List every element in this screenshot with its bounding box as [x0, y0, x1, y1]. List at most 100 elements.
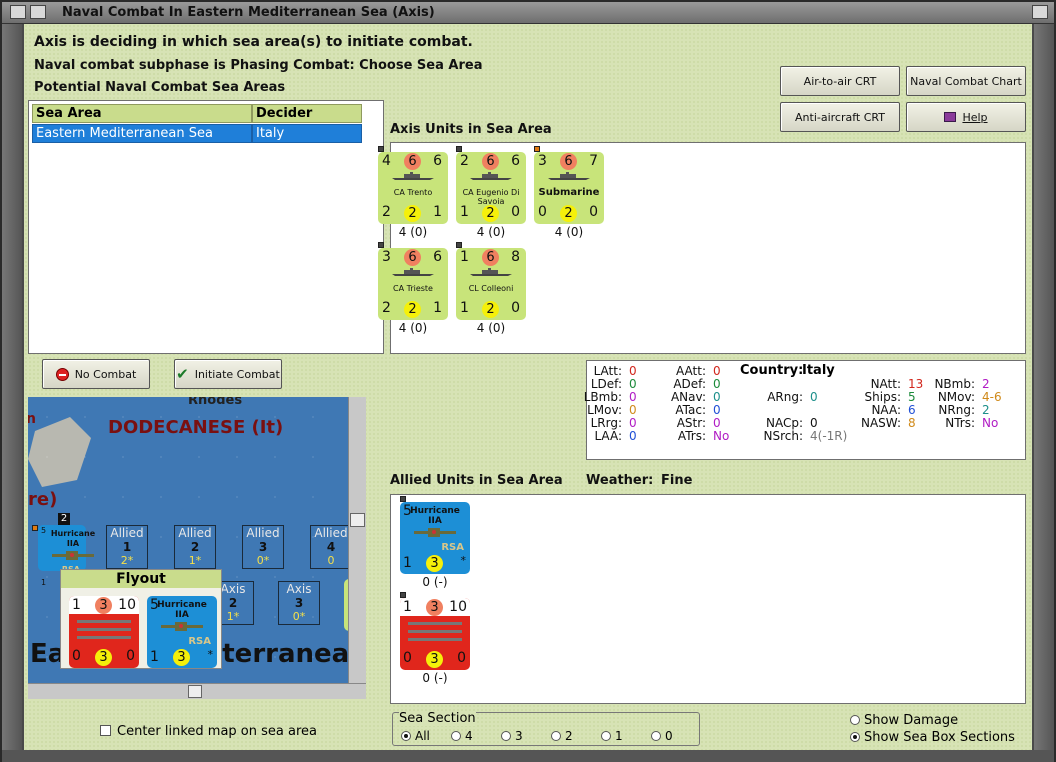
no-combat-button[interactable]: No Combat [42, 359, 150, 389]
sea-section-option[interactable]: 3 [501, 729, 523, 743]
counter-top-left: 1 [403, 599, 412, 615]
counter-top-left: 5 [41, 526, 47, 535]
counter-caption: 4 (0) [398, 225, 428, 239]
naval-combat-chart-button[interactable]: Naval Combat Chart [906, 66, 1026, 96]
counter-bottom-right: 1 [433, 300, 442, 316]
stat-label-natt: NAtt: [870, 377, 901, 391]
counter-top-left: 4 [382, 153, 391, 169]
show-sea-box-radio[interactable]: Show Sea Box Sections [850, 730, 1015, 745]
counter-bottom-right: 1 [433, 204, 442, 220]
sea-section-option[interactable]: 0 [651, 729, 673, 743]
help-button[interactable]: Help [906, 102, 1026, 132]
sea-box-number: 3 [294, 596, 304, 610]
sea-section-option[interactable]: All [401, 729, 430, 743]
partial-label-n: n [28, 411, 36, 427]
sea-section-label: Sea Section [399, 711, 476, 726]
stat-value-latt: 0 [629, 364, 637, 378]
stat-label-aatt: AAtt: [676, 364, 706, 378]
minimize-button[interactable] [30, 5, 46, 19]
sea-section-radio[interactable] [551, 731, 561, 741]
sea-section-radio[interactable] [601, 731, 611, 741]
air-to-air-crt-button[interactable]: Air-to-air CRT [780, 66, 900, 96]
table-row-decider[interactable]: Italy [252, 124, 362, 143]
horizontal-scroll-thumb[interactable] [188, 685, 202, 698]
sea-box-value: 0* [292, 610, 306, 623]
counter-bottom-left: 1 [41, 578, 47, 587]
stat-value-arng: 0 [810, 390, 818, 404]
warship-icon [470, 172, 512, 180]
sea-section-radio[interactable] [651, 731, 661, 741]
show-damage-radio[interactable]: Show Damage [850, 713, 958, 728]
initiate-combat-button[interactable]: ✔ Initiate Combat [174, 359, 282, 389]
flyout-title: Flyout [61, 570, 221, 588]
stat-label-astr: AStr: [676, 416, 706, 430]
sea-section-option[interactable]: 4 [451, 729, 473, 743]
close-button[interactable] [1032, 5, 1048, 19]
vertical-scroll-thumb[interactable] [350, 513, 365, 527]
table-row-area[interactable]: Eastern Mediterranean Sea [32, 124, 252, 143]
stat-value-country: Italy [802, 363, 835, 378]
checkbox-box[interactable] [100, 725, 111, 736]
show-sea-box-label: Show Sea Box Sections [864, 730, 1015, 745]
sea-section-radio[interactable] [501, 731, 511, 741]
sea-box-side: Axis [220, 582, 246, 596]
counter-top-right: 10 [118, 597, 136, 613]
title-bar[interactable]: Naval Combat In Eastern Mediterranean Se… [2, 2, 1054, 24]
col-header-sea-area[interactable]: Sea Area [32, 104, 252, 123]
counter-top-center: 6 [404, 249, 421, 266]
anti-aircraft-crt-button[interactable]: Anti-aircraft CRT [780, 102, 900, 132]
ship-silhouette [77, 636, 131, 639]
stat-value-atrs: No [713, 429, 730, 443]
allied-units-heading: Allied Units in Sea Area [390, 473, 563, 488]
linked-map[interactable]: Rhodes DODECANESE (It) n re) Eastern Med… [28, 397, 366, 699]
sea-section-radio[interactable] [401, 731, 411, 741]
counter-caption: 4 (0) [554, 225, 584, 239]
anti-aircraft-label: Anti-aircraft CRT [795, 110, 885, 124]
counter-top-left: 1 [72, 597, 81, 613]
stat-label-ldef: LDef: [590, 377, 622, 391]
counter-name: CA Trieste [393, 284, 433, 293]
center-map-checkbox[interactable]: Center linked map on sea area [100, 724, 317, 739]
stat-value-nbmb: 2 [982, 377, 990, 391]
counter-bottom-center: 2 [560, 205, 577, 222]
sea-section-option[interactable]: 2 [551, 729, 573, 743]
stat-label-atac: ATac: [675, 403, 706, 417]
sea-section-radio[interactable] [451, 731, 461, 741]
stats-panel [586, 360, 1026, 460]
sea-box-value: 1* [188, 554, 202, 567]
counter-name: Submarine [538, 187, 600, 198]
sea-section-group: Sea Section All 4 3 2 1 0 [392, 711, 700, 746]
radio-show-sea-box[interactable] [850, 732, 860, 742]
counter-name: Hurricane IIA [410, 506, 460, 526]
radio-show-damage[interactable] [850, 715, 860, 725]
counter-tag: RSA [441, 542, 464, 553]
right-frame [1034, 24, 1054, 750]
vertical-scrollbar[interactable] [348, 397, 366, 683]
sea-section-option[interactable]: 1 [601, 729, 623, 743]
system-menu-button[interactable] [10, 5, 26, 19]
horizontal-scrollbar[interactable] [28, 683, 366, 699]
unit-marker [534, 146, 540, 152]
sea-box-value: 0* [256, 554, 270, 567]
counter-top-center: 6 [560, 153, 577, 170]
stat-label-nasw: NASW: [860, 416, 901, 430]
col-header-decider[interactable]: Decider [252, 104, 362, 123]
counter-bottom-right: 0 [589, 204, 598, 220]
counter-top-center: 6 [482, 153, 499, 170]
